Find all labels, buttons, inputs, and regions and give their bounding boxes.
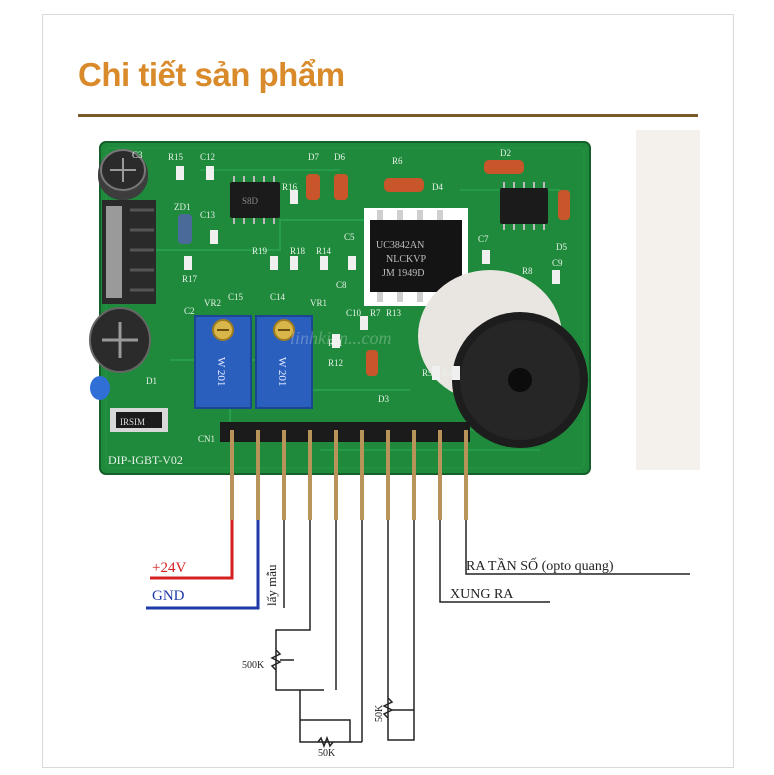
- small-components: [176, 160, 570, 380]
- pot-50k-b: [382, 697, 394, 719]
- label-24v: +24V: [152, 560, 186, 576]
- ref-r8: R8: [522, 266, 533, 276]
- label-50k-a: 50K: [318, 748, 336, 759]
- wire-freq-out: [465, 520, 690, 575]
- pot-500k: [270, 649, 282, 671]
- photo-background: [636, 130, 700, 470]
- product-figure: IRSIM S8D UC3842AN NLCKVP JM 1949D W: [80, 130, 700, 770]
- label-50k-b: 50K: [374, 704, 385, 722]
- ic-label-1: UC3842AN: [376, 240, 424, 251]
- board-diagram: IRSIM S8D UC3842AN NLCKVP JM 1949D W: [89, 141, 690, 759]
- ref-d4: D4: [432, 182, 443, 192]
- ref-c5: C5: [344, 232, 355, 242]
- ref-c3: C3: [132, 150, 143, 160]
- ic-label-2: NLCKVP: [386, 254, 426, 265]
- trimmer-vr2-label: W 201: [215, 357, 227, 386]
- ref-d7: D7: [308, 152, 319, 162]
- ref-c10: C10: [346, 308, 362, 318]
- section-title: Chi tiết sản phẩm: [78, 56, 345, 93]
- ref-r18: R18: [290, 246, 306, 256]
- ref-vr1: VR1: [310, 298, 327, 308]
- ref-c2: C2: [184, 306, 195, 316]
- ref-c8: C8: [336, 280, 347, 290]
- title-divider: [78, 114, 698, 117]
- ref-c9: C9: [552, 258, 563, 268]
- smd-ic-small: S8D: [230, 176, 280, 224]
- trimmer-vr2: W 201: [194, 315, 252, 409]
- ref-r6: R6: [392, 156, 403, 166]
- ic-label-3: JM 1949D: [382, 268, 425, 279]
- ref-r14: R14: [316, 246, 332, 256]
- ref-c13: C13: [200, 210, 216, 220]
- pot-50k-a: [317, 735, 334, 749]
- smd-ic-label: S8D: [242, 196, 259, 206]
- ref-d1: D1: [146, 376, 157, 386]
- heatsink: [102, 200, 156, 304]
- pin-header: [220, 422, 470, 520]
- ref-r12: R12: [328, 358, 343, 368]
- ref-c7: C7: [478, 234, 489, 244]
- ref-r19: R19: [252, 246, 268, 256]
- ceramic-capacitor: [90, 376, 110, 400]
- watermark: linhkien...com: [290, 328, 391, 348]
- ref-r13: R13: [386, 308, 402, 318]
- wiring-diagram: +24V GND lấy mẫu 500K 50K 50K: [146, 520, 690, 759]
- ref-r15: R15: [168, 152, 184, 162]
- ref-d2: D2: [500, 148, 511, 158]
- trimmer-vr1-label: W 201: [276, 357, 288, 386]
- board-name: DIP-IGBT-V02: [108, 453, 183, 467]
- smd-ic-right: [500, 182, 548, 230]
- ref-d6: D6: [334, 152, 345, 162]
- silkscreen-labels: C3 R15 C12 D7 D6 R6 D2 D4 R16 C13 ZD1 R1…: [108, 148, 567, 467]
- ref-r16: R16: [282, 182, 298, 192]
- ref-r7: R7: [370, 308, 381, 318]
- ref-vr2: VR2: [204, 298, 221, 308]
- ref-c12: C12: [200, 152, 215, 162]
- trimmer-vr1: W 201: [255, 315, 313, 409]
- wire-24v: [150, 520, 234, 580]
- ref-cn1: CN1: [198, 434, 215, 444]
- label-pulse-out: XUNG RA: [450, 587, 514, 602]
- capacitor-c3: [98, 149, 148, 200]
- label-500k: 500K: [242, 660, 265, 671]
- wire-gnd: [146, 520, 260, 610]
- ref-r5: R5: [422, 368, 433, 378]
- ref-c15: C15: [228, 292, 244, 302]
- wire-pulse-out: [439, 520, 550, 603]
- ref-c14: C14: [270, 292, 286, 302]
- label-freq-out: RA TẦN SỐ (opto quang): [466, 556, 614, 574]
- label-gnd: GND: [152, 588, 185, 604]
- svg-text:IRSIM: IRSIM: [120, 417, 145, 427]
- ref-r17: R17: [182, 274, 198, 284]
- ref-zd1: ZD1: [174, 202, 191, 212]
- buzzer: [418, 270, 588, 448]
- capacitor-c2: [89, 307, 151, 373]
- label-sample: lấy mẫu: [264, 564, 279, 606]
- ref-d3: D3: [378, 394, 389, 404]
- ref-d5: D5: [556, 242, 567, 252]
- ref-r4: R4: [442, 368, 453, 378]
- irsim-component: IRSIM: [110, 408, 168, 432]
- ref-r11: R11: [328, 338, 343, 348]
